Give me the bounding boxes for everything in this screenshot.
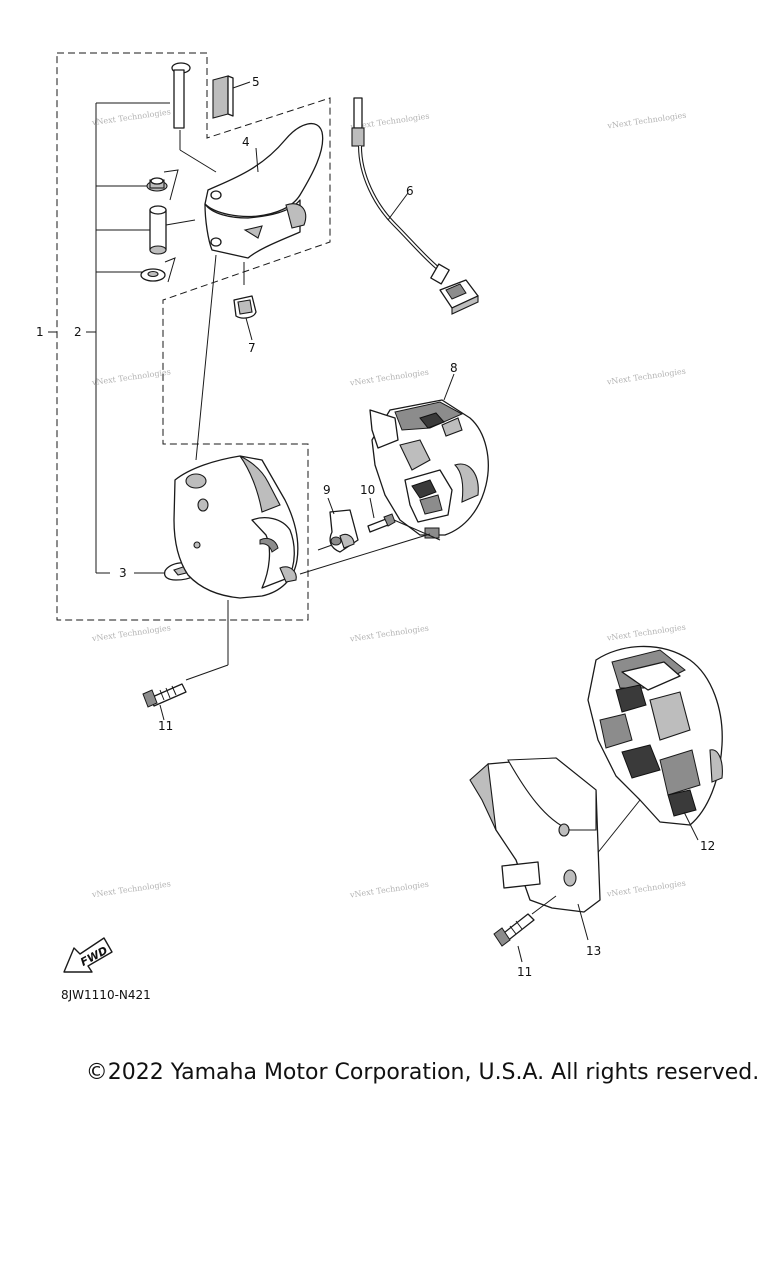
parts-diagram: vNext Technologies vNext Technologies vN… bbox=[36, 52, 723, 979]
part-11-screw-lower bbox=[493, 895, 557, 963]
part-5-pad bbox=[212, 75, 251, 119]
callout-3: 3 bbox=[119, 566, 127, 580]
collar-top bbox=[146, 169, 179, 201]
part-8-switch-housing bbox=[299, 373, 489, 575]
part-13-cover bbox=[469, 757, 601, 941]
part-7-clip bbox=[233, 295, 257, 341]
copyright-notice: ©2022 Yamaha Motor Corporation, U.S.A. A… bbox=[85, 1060, 760, 1085]
callout-1: 1 bbox=[36, 325, 44, 339]
watermark: vNext Technologies bbox=[90, 367, 171, 387]
pivot-bolt bbox=[171, 62, 217, 173]
callouts: 1 2 3 4 5 6 7 8 9 10 11 12 13 11 bbox=[36, 75, 715, 979]
watermark: vNext Technologies bbox=[605, 623, 686, 643]
part-10-screw bbox=[367, 497, 396, 533]
part-12-switch-assembly bbox=[587, 645, 723, 856]
callout-5: 5 bbox=[252, 75, 260, 89]
part-11-screw-upper bbox=[142, 683, 187, 721]
watermark: vNext Technologies bbox=[90, 107, 171, 127]
fwd-arrow-icon: FWD bbox=[63, 937, 113, 973]
diagram-code: 8JW1110-N421 bbox=[61, 988, 151, 1002]
callout-4: 4 bbox=[242, 135, 250, 149]
callout-12: 12 bbox=[700, 839, 715, 853]
assembly-1-outline bbox=[56, 52, 331, 621]
part-9-bracket bbox=[317, 497, 359, 553]
callout-6: 6 bbox=[406, 184, 414, 198]
callout-10: 10 bbox=[360, 483, 375, 497]
callout-2: 2 bbox=[74, 325, 82, 339]
callout-7: 7 bbox=[248, 341, 256, 355]
part-4-lever bbox=[195, 122, 324, 461]
bracket-tree bbox=[48, 102, 170, 574]
callout-9: 9 bbox=[323, 483, 331, 497]
callout-11-upper: 11 bbox=[158, 719, 173, 733]
watermark: vNext Technologies bbox=[90, 879, 171, 899]
watermark: vNext Technologies bbox=[606, 111, 687, 131]
watermark: vNext Technologies bbox=[605, 879, 686, 899]
watermark: vNext Technologies bbox=[90, 623, 171, 643]
watermark: vNext Technologies bbox=[348, 368, 429, 388]
callout-13: 13 bbox=[586, 944, 601, 958]
lower-switch-housing bbox=[173, 455, 299, 681]
callout-8: 8 bbox=[450, 361, 458, 375]
washer-bottom bbox=[140, 257, 176, 283]
watermark: vNext Technologies bbox=[348, 624, 429, 644]
collar-sleeve bbox=[149, 205, 196, 255]
callout-11-lower: 11 bbox=[517, 965, 532, 979]
part-6-cable bbox=[351, 97, 479, 315]
watermark: vNext Technologies bbox=[348, 880, 429, 900]
watermark: vNext Technologies bbox=[605, 367, 686, 387]
